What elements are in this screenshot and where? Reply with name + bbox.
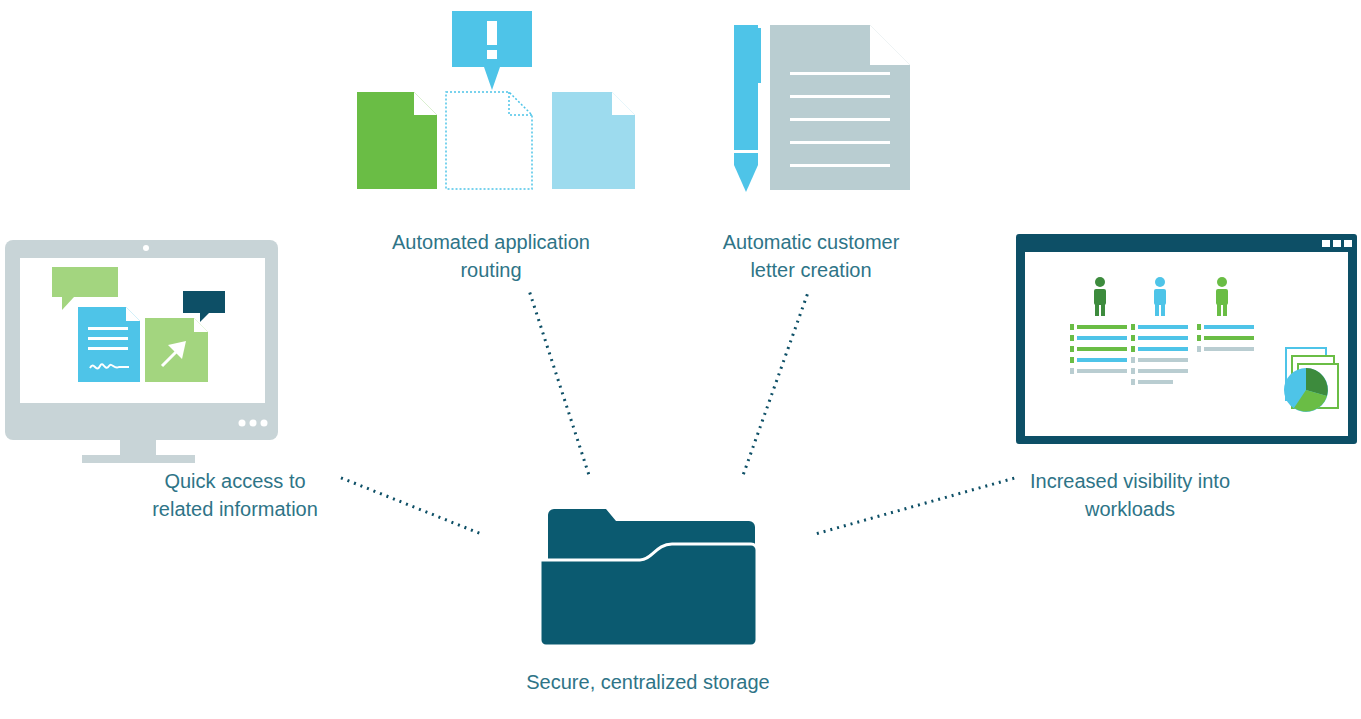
feature-caption: Automated application routing <box>371 228 611 284</box>
connector-line <box>529 290 589 474</box>
caption-text: Automated application routing <box>371 228 611 284</box>
caption-text: Secure, centralized storage <box>483 668 813 696</box>
workload-icon <box>1016 234 1357 444</box>
connector-line <box>341 478 480 534</box>
monitor-icon <box>5 240 278 463</box>
feature-caption: Automatic customer letter creation <box>701 228 921 284</box>
dotted-connector <box>743 290 809 475</box>
routing-icon <box>357 11 635 189</box>
storage-node: Secure, centralized storage <box>483 478 813 696</box>
caption-text: Increased visibility into workloads <box>1024 467 1236 523</box>
dotted-connector <box>817 477 1018 534</box>
dotted-connector <box>341 478 480 534</box>
feature-caption: Increased visibility into workloads <box>1024 467 1236 523</box>
caption-text: Quick access to related information <box>135 467 335 523</box>
connector-line <box>743 290 809 475</box>
dotted-connector <box>529 290 589 474</box>
folder-icon <box>540 509 757 646</box>
letter-icon <box>734 25 910 192</box>
connector-line <box>817 477 1018 534</box>
feature-caption: Quick access to related information <box>135 467 335 523</box>
caption-text: Automatic customer letter creation <box>701 228 921 284</box>
